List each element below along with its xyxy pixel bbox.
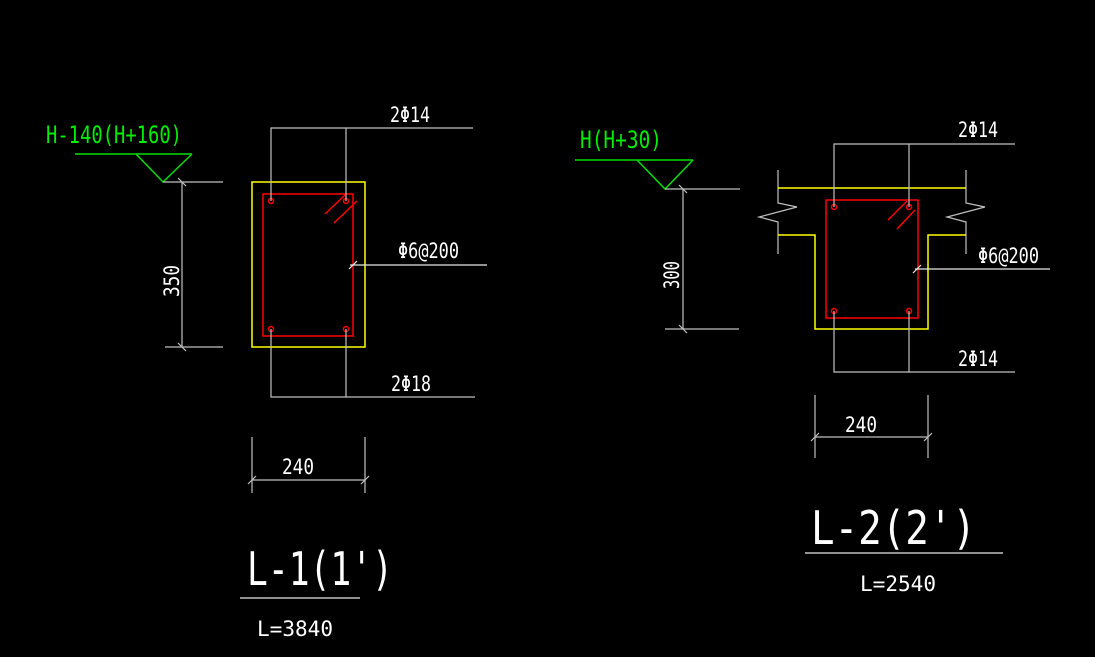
elevation-label: H-140(H+160) — [46, 121, 182, 149]
elevation-triangle-icon — [636, 159, 694, 191]
bottom-rebar-label: 2Φ14 — [958, 347, 998, 371]
stirrup-label: Φ6@200 — [978, 244, 1039, 268]
width-dimension: 240 — [247, 437, 370, 493]
height-dim-text: 350 — [160, 265, 184, 297]
elevation-marker: H(H+30) — [575, 126, 694, 191]
rebars — [267, 197, 350, 333]
top-rebar-label: 2Φ14 — [390, 103, 430, 127]
elevation-triangle-icon — [135, 153, 193, 184]
rebars — [830, 203, 913, 315]
height-dim-text: 300 — [660, 261, 684, 289]
bottom-rebar-leader: 2Φ14 — [833, 311, 1015, 373]
elevation-marker: H-140(H+160) — [46, 121, 193, 184]
top-rebar-label: 2Φ14 — [958, 118, 998, 142]
height-dimension: 350 — [160, 177, 223, 352]
beam-outline — [778, 234, 966, 330]
section-l2: H(H+30) 300 2Φ14 — [575, 118, 1050, 596]
bottom-rebar-leader: 2Φ18 — [270, 329, 475, 398]
section-l1: H-140(H+160) 350 2Φ14 Φ6@200 — [46, 103, 487, 641]
slab-break-lines — [756, 170, 986, 254]
stirrup-leader: Φ6@200 — [912, 244, 1050, 274]
stirrup-label: Φ6@200 — [398, 239, 459, 263]
stirrup — [262, 193, 354, 337]
top-rebar-leader: 2Φ14 — [270, 103, 473, 201]
width-dim-text: 240 — [282, 455, 314, 479]
beam-length: L=3840 — [257, 617, 333, 641]
beam-outline — [251, 181, 366, 348]
beam-length: L=2540 — [860, 572, 936, 596]
height-dimension: 300 — [660, 184, 740, 334]
stirrup-leader: Φ6@200 — [348, 239, 487, 270]
stirrup — [825, 199, 919, 319]
width-dimension: 240 — [810, 395, 933, 458]
bottom-rebar-label: 2Φ18 — [391, 372, 431, 396]
elevation-label: H(H+30) — [580, 126, 662, 154]
section-title: L-2(2') — [811, 501, 976, 555]
width-dim-text: 240 — [845, 413, 877, 437]
top-rebar-leader: 2Φ14 — [833, 118, 1015, 207]
section-title: L-1(1') — [247, 542, 393, 596]
